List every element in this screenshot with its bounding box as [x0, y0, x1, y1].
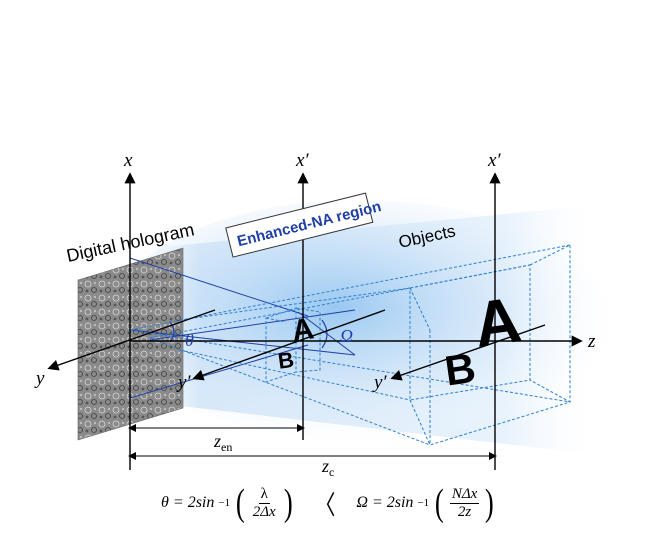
x-prime-label-2: x′ [487, 150, 501, 171]
z-c-label: zc [321, 456, 334, 479]
z-axis-label: z [587, 331, 596, 352]
omega-denominator: 2z [457, 503, 472, 520]
theta-fraction: λ 2Δx [251, 486, 278, 520]
omega-fraction: NΔx 2z [449, 486, 480, 520]
omega-left-paren: ( [435, 482, 444, 524]
x-axis-label: x [123, 150, 133, 171]
letter-b-small: B [276, 347, 295, 374]
y-axis-label: y [34, 368, 45, 389]
letter-a-large: A [470, 283, 526, 361]
z-en-sub: en [221, 440, 232, 454]
theta-denominator: 2Δx [252, 503, 276, 520]
enhanced-na-box [265, 307, 321, 383]
y-prime-label-1: y′ [176, 372, 191, 393]
letter-b-large: B [442, 344, 479, 395]
theta-inverse-sup: −1 [218, 497, 231, 509]
theta-lhs: θ = 2sin [161, 494, 215, 511]
y-prime-axis-2-line [390, 324, 546, 381]
y-prime-axis-1-line [192, 309, 386, 381]
less-than-symbol: 〈 [314, 490, 336, 520]
y-axis-line [47, 309, 216, 371]
z-en-main: z [213, 431, 221, 451]
omega-lhs: Ω = 2sin [356, 494, 414, 511]
theta-numerator: λ [258, 486, 270, 504]
omega-numerator: NΔx [449, 486, 480, 504]
z-c-sub: c [329, 465, 334, 479]
y-prime-label-2: y′ [372, 372, 387, 393]
na-formula: θ = 2sin −1 ( λ 2Δx ) 〈 Ω = 2sin −1 ( NΔ… [0, 478, 657, 528]
omega-inverse-sup: −1 [417, 497, 430, 509]
beam-glow [110, 200, 610, 455]
omega-label: Ω [340, 326, 353, 346]
omega-right-paren: ) [485, 482, 495, 524]
omega-arc [321, 319, 328, 349]
z-en-label: zen [213, 431, 232, 454]
theta-label: θ [185, 330, 194, 350]
theta-right-paren: ) [283, 482, 293, 524]
theta-left-paren: ( [235, 482, 245, 524]
dimension-lines [128, 424, 497, 460]
objects-wireframe [129, 244, 572, 446]
letter-a-small: A [290, 312, 316, 348]
z-c-main: z [321, 456, 329, 476]
x-prime-label-1: x′ [295, 150, 309, 171]
